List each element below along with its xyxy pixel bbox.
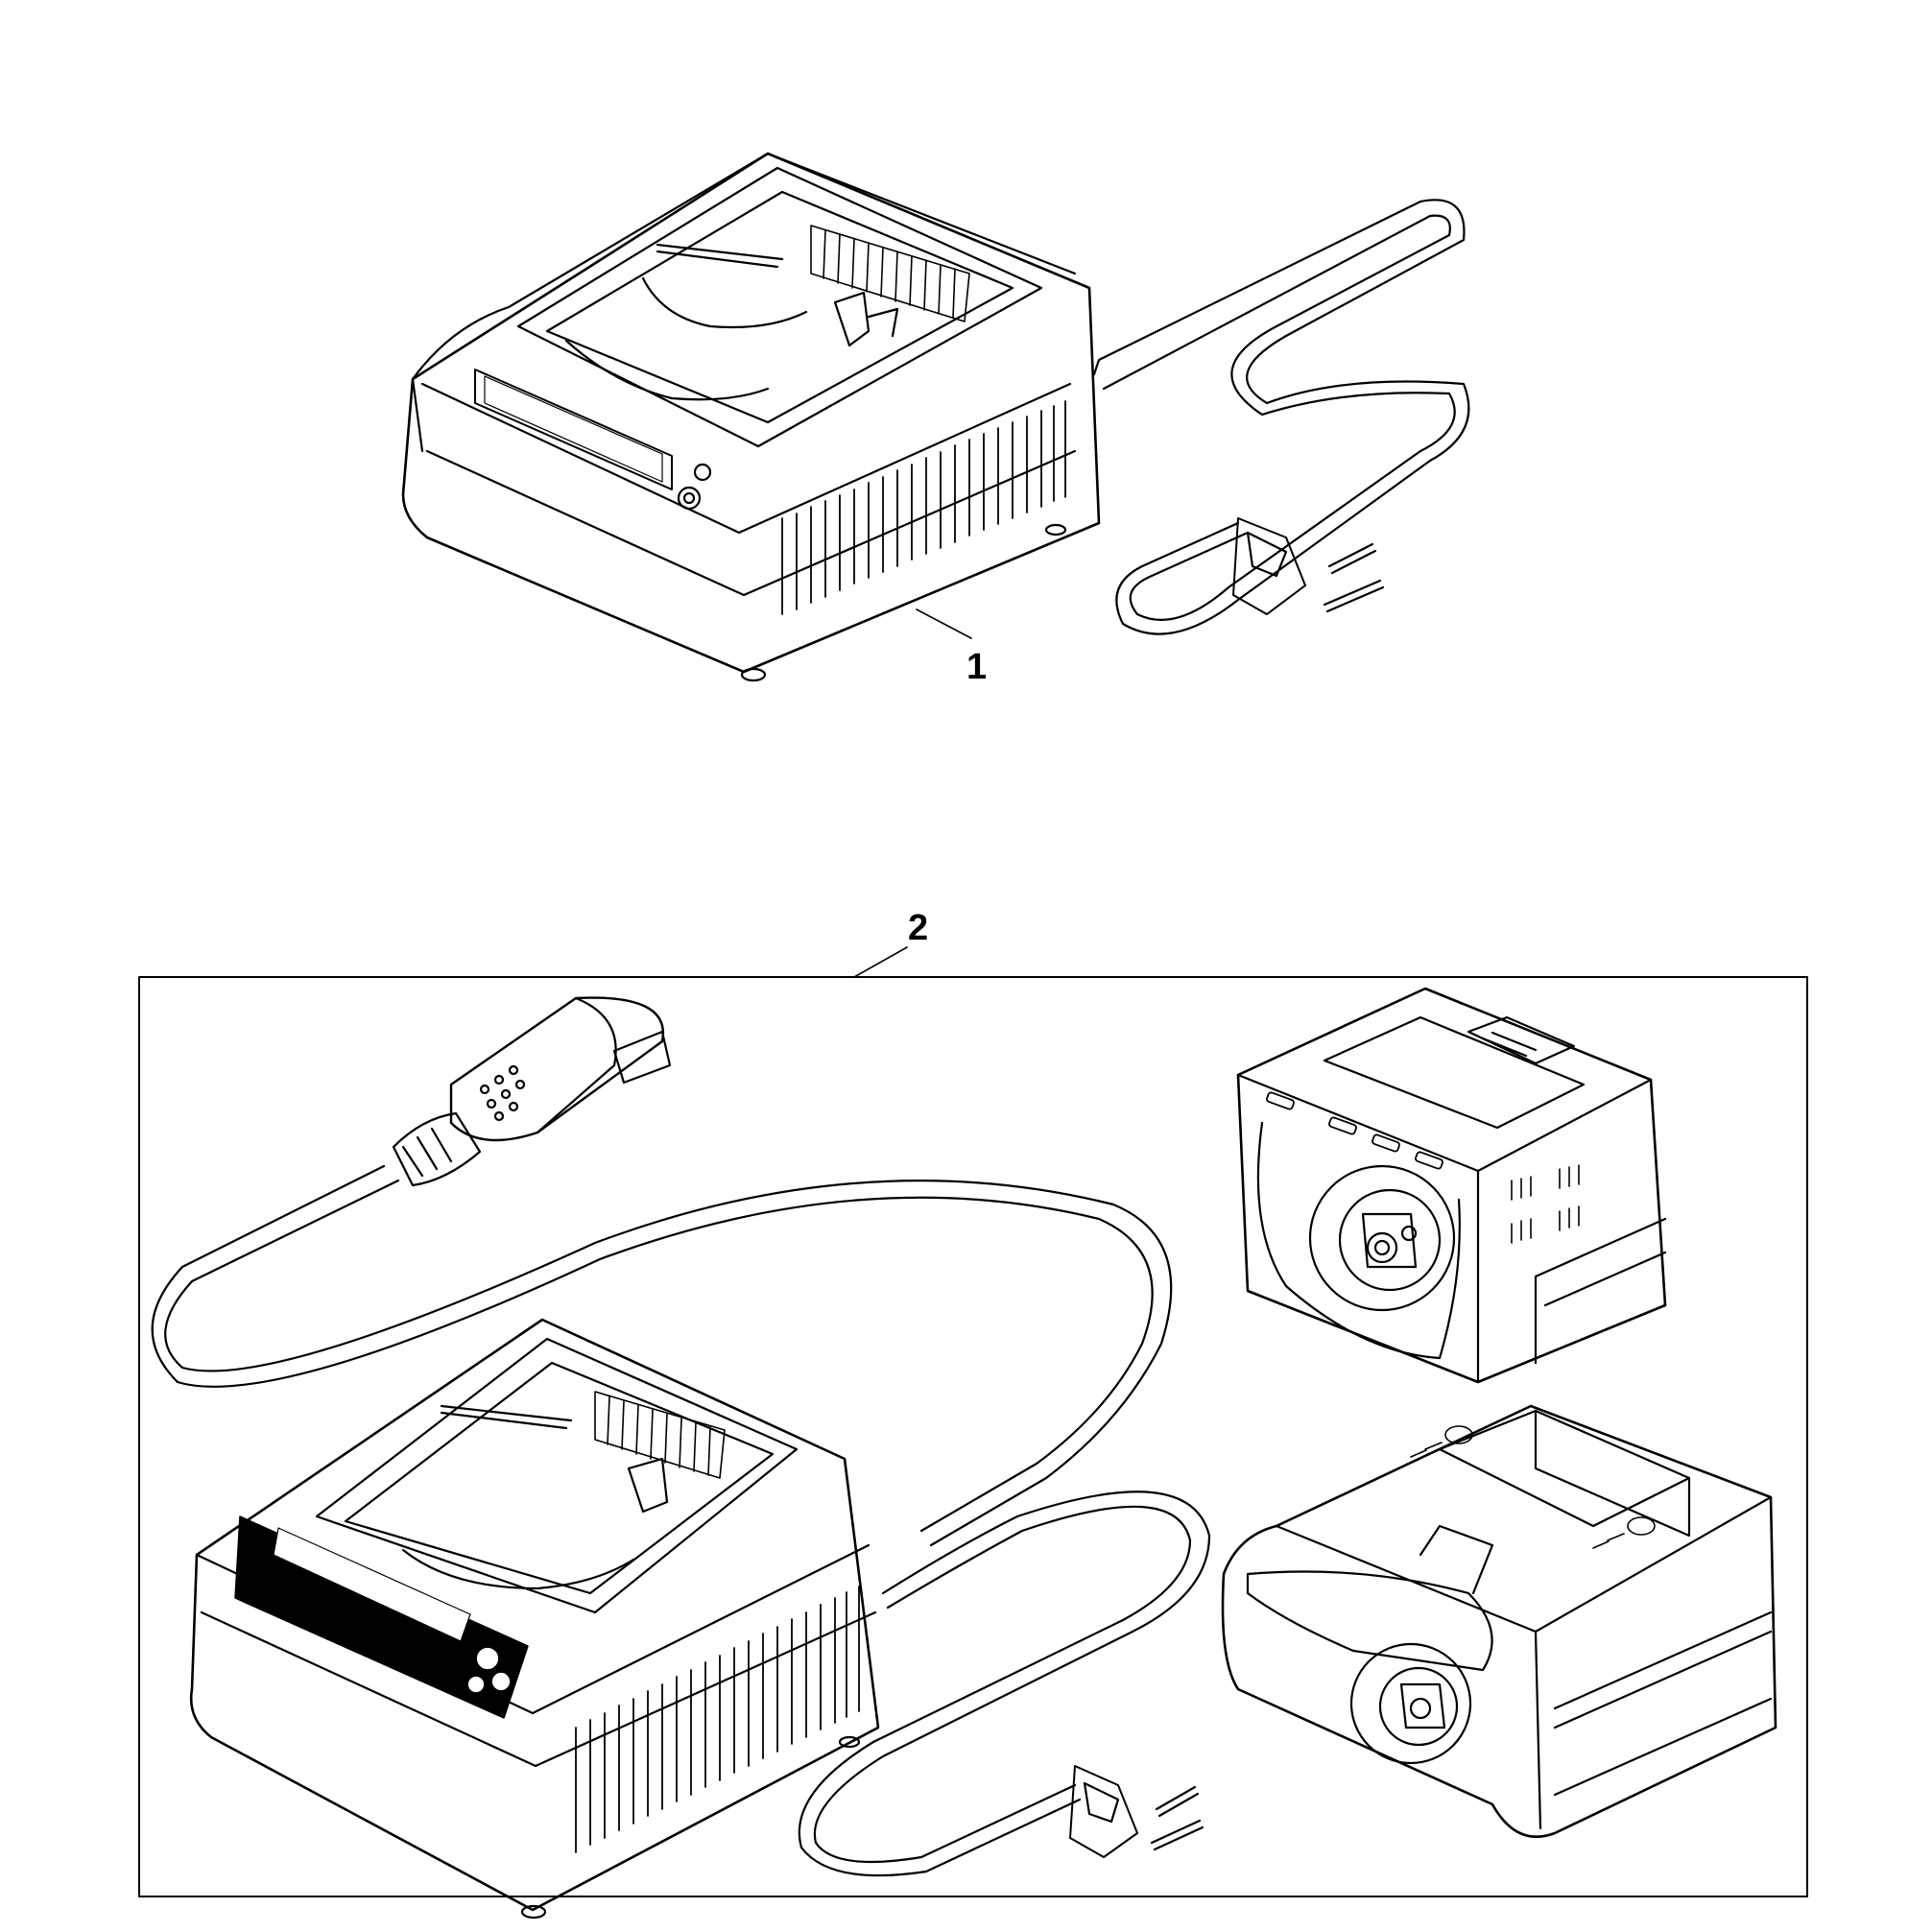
kit-frame [138,976,1808,1897]
charger-1-icon [401,152,1470,682]
battery-pack-icon [1221,1404,1777,1838]
battery-adapter-icon [1236,987,1667,1384]
leader-line-1 [916,608,972,639]
leader-line-2 [853,946,908,978]
callout-label-1: 1 [966,647,988,687]
charger-2-icon [189,1318,1211,1920]
adapter-cable-icon [151,996,1173,1547]
callout-label-2: 2 [908,908,929,948]
